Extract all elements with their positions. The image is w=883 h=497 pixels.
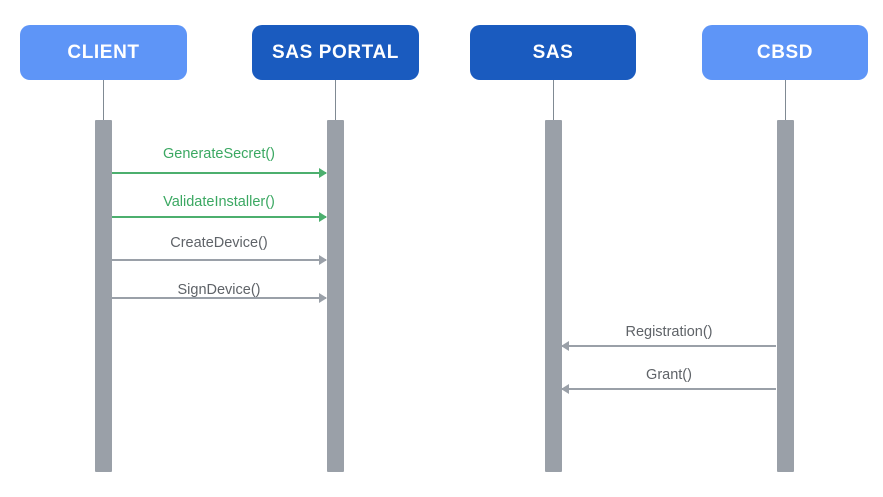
message-label-m3: CreateDevice() bbox=[170, 235, 268, 251]
message-arrowhead-m4 bbox=[319, 293, 327, 303]
participant-label-sas: SAS bbox=[532, 42, 574, 63]
message-label-m5: Registration() bbox=[625, 324, 713, 340]
message-label-m4: SignDevice() bbox=[177, 282, 261, 298]
message-line-m4 bbox=[112, 297, 326, 299]
message-line-m6 bbox=[562, 388, 776, 390]
participant-label-sas-portal: SAS PORTAL bbox=[271, 42, 400, 63]
message-line-m2 bbox=[112, 216, 326, 218]
activation-bar-client bbox=[95, 120, 112, 472]
activation-bar-sas-portal bbox=[327, 120, 344, 472]
lifeline-cbsd bbox=[785, 80, 786, 120]
message-label-m6: Grant() bbox=[646, 367, 692, 383]
message-arrowhead-m2 bbox=[319, 212, 327, 222]
message-line-m3 bbox=[112, 259, 326, 261]
message-arrowhead-m6 bbox=[561, 384, 569, 394]
activation-bar-cbsd bbox=[777, 120, 794, 472]
participant-sas[interactable]: SAS bbox=[470, 25, 636, 80]
participant-client[interactable]: CLIENT bbox=[20, 25, 187, 80]
message-line-m1 bbox=[112, 172, 326, 174]
message-label-m1: GenerateSecret() bbox=[162, 146, 276, 162]
lifeline-client bbox=[103, 80, 104, 120]
message-arrowhead-m3 bbox=[319, 255, 327, 265]
message-arrowhead-m5 bbox=[561, 341, 569, 351]
participant-label-client: CLIENT bbox=[67, 42, 140, 63]
lifeline-sas-portal bbox=[335, 80, 336, 120]
participant-sas-portal[interactable]: SAS PORTAL bbox=[252, 25, 419, 80]
participant-cbsd[interactable]: CBSD bbox=[702, 25, 868, 80]
message-line-m5 bbox=[562, 345, 776, 347]
lifeline-sas bbox=[553, 80, 554, 120]
message-label-m2: ValidateInstaller() bbox=[163, 194, 275, 210]
message-arrowhead-m1 bbox=[319, 168, 327, 178]
activation-bar-sas bbox=[545, 120, 562, 472]
participant-label-cbsd: CBSD bbox=[756, 42, 814, 63]
